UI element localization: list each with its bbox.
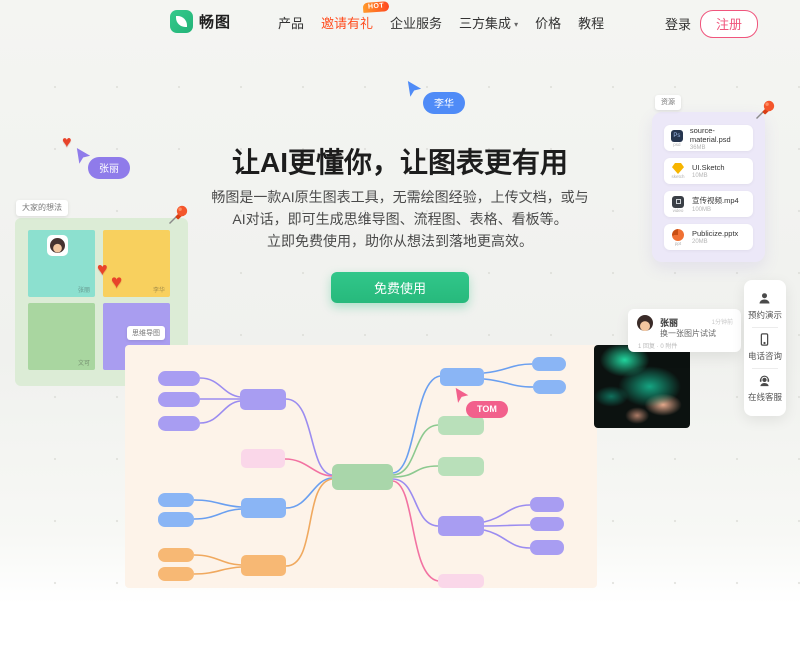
comment-timestamp: 1分钟前 [711, 320, 733, 326]
heart-icon: ♥ [62, 134, 72, 151]
mindmap-node[interactable] [438, 457, 484, 476]
brand-name: 畅图 [199, 14, 232, 31]
cursor-label-tom: TOM [466, 401, 508, 418]
sticky-note-green[interactable]: 文可 [28, 303, 95, 370]
mindmap-node[interactable] [532, 357, 566, 371]
mindmap-node[interactable] [438, 516, 484, 536]
cursor-label-zhangli: 张丽 [88, 157, 130, 179]
mindmap-node[interactable] [241, 498, 286, 518]
mindmap-node[interactable] [533, 380, 566, 394]
heart-icon: ♥ [97, 259, 108, 279]
cursor-label-lihua: 李华 [423, 92, 465, 114]
mindmap-node[interactable] [241, 555, 286, 576]
brand[interactable]: 畅图 [170, 10, 231, 33]
headset-icon [757, 373, 772, 388]
mindmap-sticky-tag: 思维导图 [127, 326, 165, 340]
abstract-artwork-image [594, 345, 690, 428]
mindmap-node[interactable] [530, 517, 564, 531]
heart-icon: ♥ [111, 272, 123, 293]
mindmap-node[interactable] [158, 567, 194, 581]
book-demo-button[interactable]: 预约演示 [748, 287, 782, 327]
nav-menu: 产品 邀请有礼 HOT 企业服务 三方集成▾ 价格 教程 [278, 0, 604, 44]
chevron-down-icon: ▾ [514, 19, 519, 29]
comment-meta: 1 回复 · 0 附件 [638, 344, 678, 350]
online-service-button[interactable]: 在线客服 [748, 369, 782, 409]
pushpin-icon [166, 203, 190, 232]
avatar [637, 315, 653, 331]
register-button[interactable]: 注册 [700, 10, 759, 38]
mindmap-node[interactable] [158, 416, 200, 431]
phone-icon [757, 332, 772, 347]
resources-tag: 资源 [655, 95, 681, 110]
person-icon [757, 291, 772, 306]
nav-item-products[interactable]: 产品 [278, 15, 305, 31]
floating-contact-panel: 预约演示 电话咨询 在线客服 [744, 280, 786, 416]
mindmap-node[interactable] [440, 368, 484, 386]
mindmap-node[interactable] [158, 548, 194, 562]
mindmap-node[interactable] [158, 392, 200, 407]
mindmap-node[interactable] [438, 574, 484, 588]
pushpin-icon [753, 98, 777, 127]
board-tag: 大家的想法 [16, 200, 68, 216]
mindmap-node[interactable] [438, 416, 484, 435]
hot-badge: HOT [362, 0, 390, 13]
hero-subtitle: 畅图是一款AI原生图表工具，无需绘图经验，上传文档，或与 AI对话，即可生成思维… [211, 189, 589, 249]
mindmap-node[interactable] [530, 540, 564, 555]
cursor-blue-icon [405, 80, 424, 99]
nav-item-pricing[interactable]: 价格 [535, 15, 562, 31]
nav-item-integrations[interactable]: 三方集成▾ [459, 15, 519, 31]
nav-item-tutorials[interactable]: 教程 [578, 15, 605, 31]
free-use-button[interactable]: 免费使用 [331, 272, 469, 303]
mindmap-node[interactable] [240, 389, 286, 410]
mindmap-node[interactable] [158, 512, 194, 527]
comment-card[interactable]: 张丽 1分钟前 换一张图片试试 1 回复 · 0 附件 [628, 309, 741, 352]
nav-item-enterprise[interactable]: 企业服务 [390, 15, 443, 31]
mindmap-canvas[interactable] [125, 345, 597, 588]
mindmap-center-node[interactable] [332, 464, 393, 490]
navbar: 畅图 产品 邀请有礼 HOT 企业服务 三方集成▾ 价格 教程 登录 注册 [0, 0, 800, 44]
mindmap-node[interactable] [241, 449, 285, 468]
mindmap-node[interactable] [158, 493, 194, 507]
phone-consult-button[interactable]: 电话咨询 [748, 328, 782, 368]
mindmap-node[interactable] [158, 371, 200, 386]
leaf-logo-icon [170, 10, 193, 33]
mindmap-node[interactable] [530, 497, 564, 512]
comment-message: 换一张图片试试 [660, 329, 716, 338]
nav-item-invite[interactable]: 邀请有礼 HOT [321, 0, 390, 32]
login-link[interactable]: 登录 [665, 17, 692, 32]
